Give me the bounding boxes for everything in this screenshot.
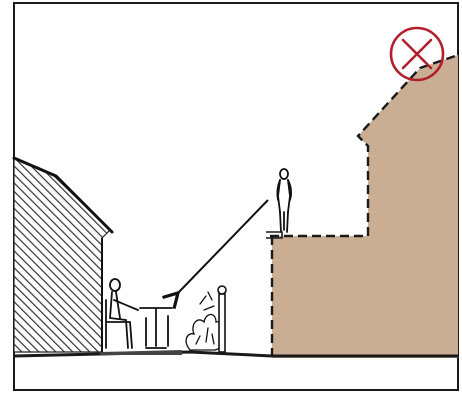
garden-post	[218, 286, 226, 352]
